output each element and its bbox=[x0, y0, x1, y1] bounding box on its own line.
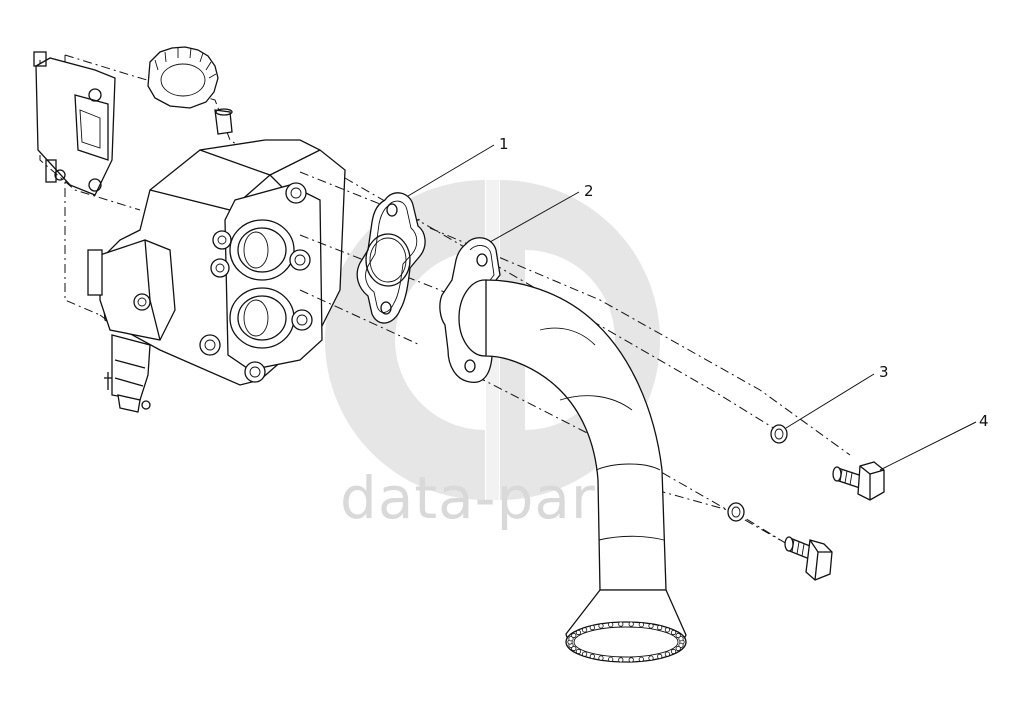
callout-label-4: 4 bbox=[979, 412, 989, 430]
strainer-hole bbox=[675, 645, 681, 652]
strainer-hole bbox=[678, 642, 684, 648]
callout-label-3: 3 bbox=[879, 363, 889, 381]
strainer-hole bbox=[678, 636, 684, 642]
strainer-hole bbox=[571, 645, 577, 652]
sealing-washer-lower bbox=[727, 502, 745, 522]
strainer-hole bbox=[608, 656, 614, 662]
callout-label-1: 1 bbox=[499, 135, 509, 153]
strainer-hole bbox=[581, 627, 588, 633]
strainer-hole bbox=[618, 621, 624, 627]
hex-bolt-lower bbox=[784, 536, 833, 581]
callout-1: 1 bbox=[407, 135, 509, 197]
strainer-hole bbox=[675, 632, 681, 639]
strainer-hole bbox=[598, 623, 604, 629]
strainer-hole bbox=[589, 624, 595, 631]
hex-bolt bbox=[832, 461, 885, 501]
strainer-hole bbox=[575, 629, 582, 636]
strainer-hole bbox=[670, 648, 677, 655]
strainer-hole bbox=[657, 624, 663, 631]
strainer-hole bbox=[628, 621, 634, 627]
gasket bbox=[356, 192, 426, 324]
strainer-hole bbox=[664, 627, 671, 633]
callout-2: 2 bbox=[489, 182, 594, 243]
strainer-hole bbox=[670, 629, 677, 636]
callout-4: 4 bbox=[879, 412, 989, 471]
strainer-hole bbox=[598, 655, 604, 661]
callout-label-2: 2 bbox=[584, 182, 594, 200]
strainer-hole bbox=[589, 653, 595, 660]
strainer-hole bbox=[657, 653, 663, 660]
oil-pump-assembly bbox=[33, 46, 346, 413]
strainer-hole bbox=[571, 632, 577, 639]
strainer-hole bbox=[638, 622, 644, 628]
strainer-hole bbox=[648, 655, 654, 661]
sealing-washer bbox=[770, 424, 788, 444]
strainer-hole bbox=[608, 622, 614, 628]
strainer-hole bbox=[648, 623, 654, 629]
strainer-hole bbox=[575, 648, 582, 655]
strainer-hole bbox=[638, 656, 644, 662]
strainer-hole bbox=[628, 657, 634, 663]
callout-3: 3 bbox=[785, 363, 889, 429]
strainer-hole bbox=[581, 651, 588, 657]
strainer-hole bbox=[664, 651, 671, 657]
strainer-hole bbox=[568, 636, 574, 642]
strainer-hole bbox=[618, 657, 624, 663]
suction-pipe bbox=[439, 237, 687, 663]
